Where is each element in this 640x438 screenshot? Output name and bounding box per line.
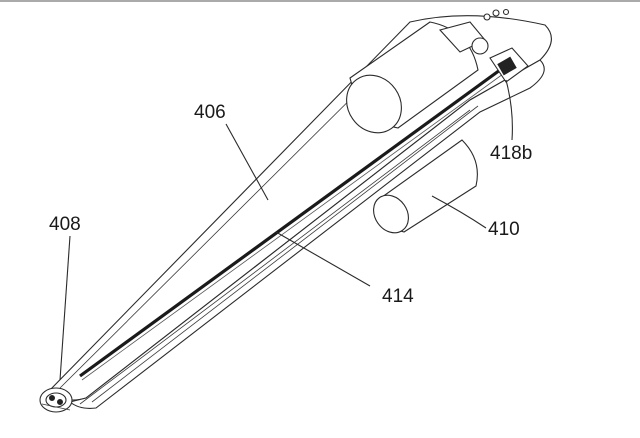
label-408: 408	[49, 214, 81, 235]
label-406: 406	[194, 102, 226, 123]
label-414: 414	[382, 286, 414, 307]
leader-410	[432, 196, 486, 228]
leader-408	[60, 236, 70, 380]
label-410: 410	[488, 219, 520, 240]
label-418b: 418b	[490, 143, 532, 164]
pulley-408	[40, 388, 72, 412]
